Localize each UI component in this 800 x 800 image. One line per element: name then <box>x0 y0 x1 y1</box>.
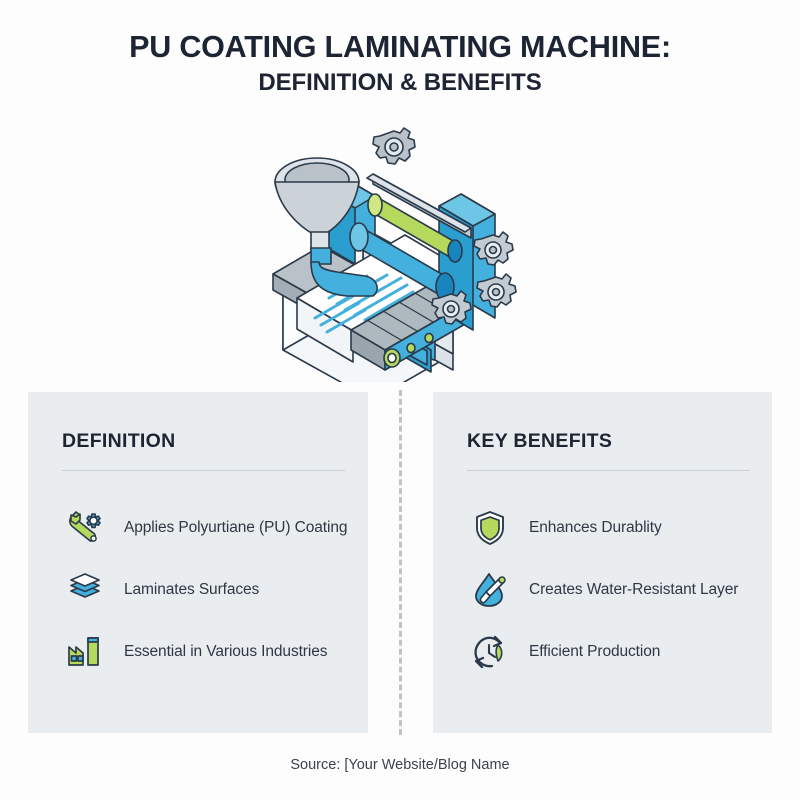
list-item-label: Essential in Various Industries <box>124 643 328 660</box>
wrench-gear-icon <box>62 505 108 551</box>
definition-item-list: Applies Polyurtiane (PU) Coating Laminat… <box>62 497 347 683</box>
list-item-label: Efficient Production <box>529 643 661 660</box>
list-item-label: Enhances Durablity <box>529 519 662 536</box>
list-item: Laminates Surfaces <box>62 559 342 621</box>
list-item: Creates Water-Resistant Layer <box>467 559 746 621</box>
vertical-dashed-divider <box>399 390 402 735</box>
clock-leaf-icon <box>467 629 513 675</box>
source-footer: Source: [Your Website/Blog Name <box>290 757 510 773</box>
list-item: Essential in Various Industries <box>62 621 342 683</box>
definition-heading: DEFINITION <box>62 430 176 452</box>
benefits-item-list: Enhances Durablity Creates Water-Resista… <box>467 497 746 683</box>
page-title-line-1: PU COATING LAMINATING MACHINE: <box>129 30 671 64</box>
benefits-panel: KEY BENEFITS Enhances Durablity <box>433 392 772 733</box>
benefits-heading: KEY BENEFITS <box>467 430 613 452</box>
shield-icon <box>467 505 513 551</box>
list-item: Efficient Production <box>467 621 746 683</box>
definition-heading-rule <box>62 470 345 471</box>
page-title: PU COATING LAMINATING MACHINE: DEFINITIO… <box>0 30 800 97</box>
list-item-label: Applies Polyurtiane (PU) Coating <box>124 519 348 536</box>
list-item: Enhances Durablity <box>467 497 746 559</box>
page-title-line-2: DEFINITION & BENEFITS <box>258 69 542 97</box>
machine-illustration <box>255 122 545 382</box>
list-item-label: Laminates Surfaces <box>124 581 260 598</box>
list-item: Applies Polyurtiane (PU) Coating <box>62 497 347 559</box>
water-drop-brush-icon <box>467 567 513 613</box>
benefits-heading-rule <box>467 470 750 471</box>
definition-panel: DEFINITION Applies Polyurtiane (PU) Coat… <box>28 392 368 733</box>
list-item-label: Creates Water-Resistant Layer <box>529 581 739 598</box>
factory-icon <box>62 629 108 675</box>
layers-icon <box>62 567 108 613</box>
